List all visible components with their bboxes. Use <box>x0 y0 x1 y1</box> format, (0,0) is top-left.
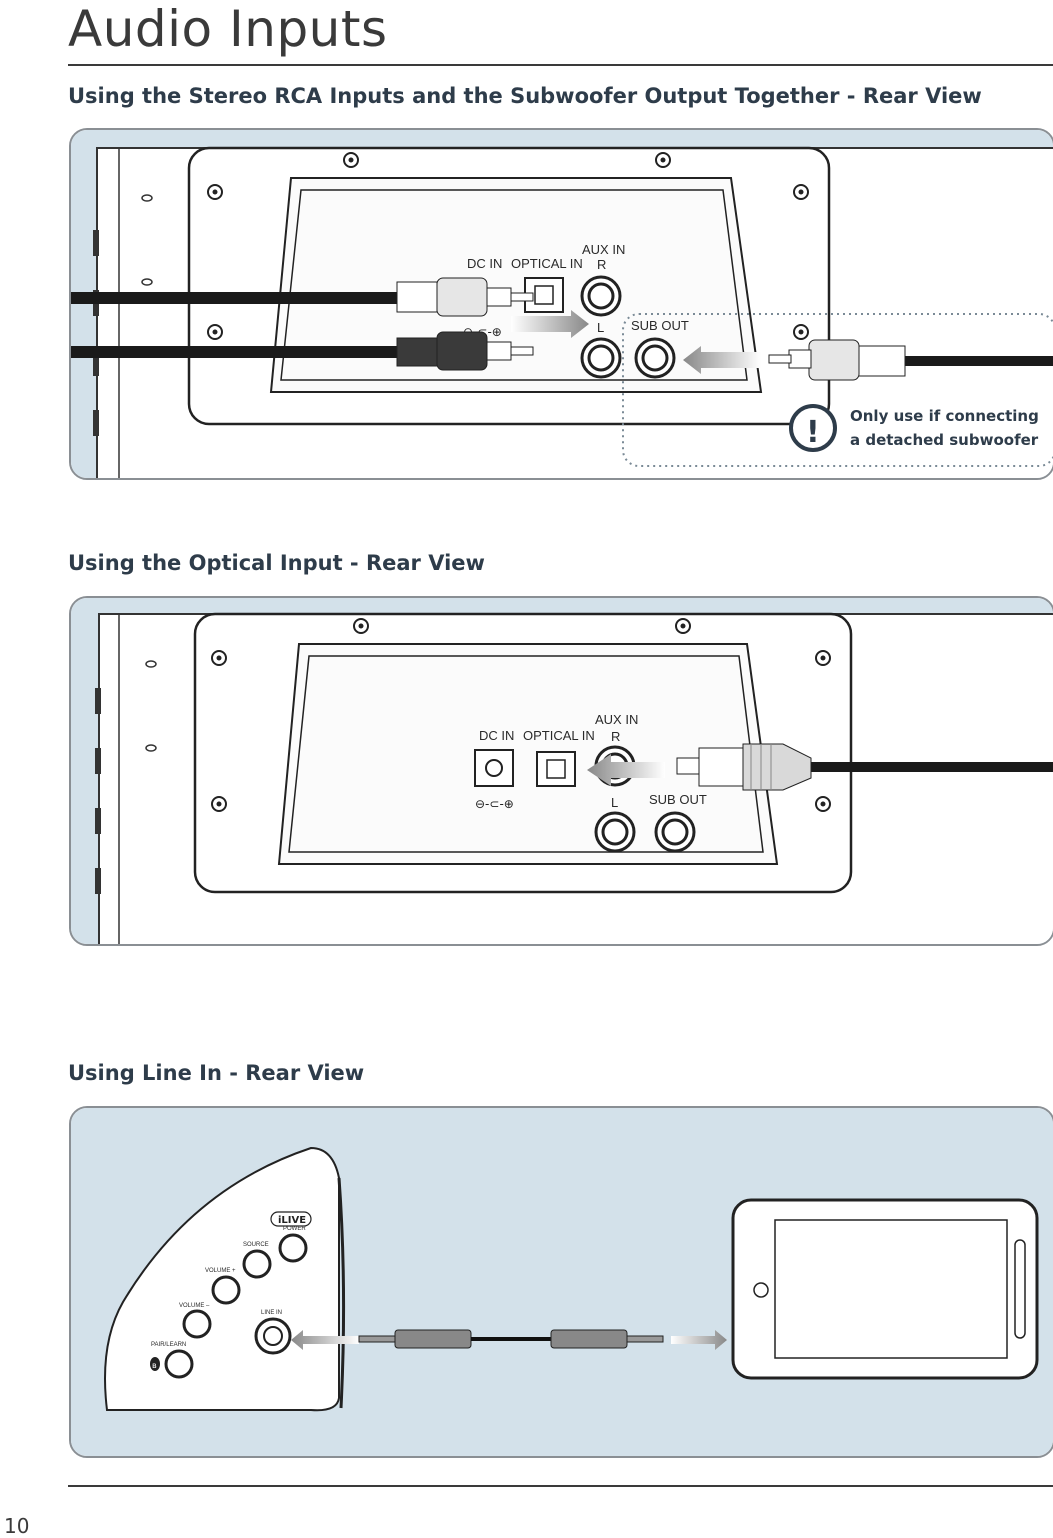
optical-plug <box>676 743 812 791</box>
label-pair-learn: PAIR/LEARN <box>151 1342 186 1348</box>
label-aux-in: AUX IN <box>595 712 638 727</box>
label-line-in: LINE IN <box>261 1310 282 1316</box>
label-l: L <box>611 795 618 810</box>
top-divider <box>68 64 1053 66</box>
note-line-1: Only use if connecting <box>850 407 1039 425</box>
phone-device <box>731 1198 1039 1380</box>
arrow-left-icon <box>587 754 665 786</box>
label-r: R <box>597 257 606 272</box>
diagram-line-in: iLIVE POWER SOURCE VOLUME + VOLUME – LIN… <box>69 1106 1053 1458</box>
rca-plug-sub <box>768 339 906 381</box>
rca-plug-black <box>396 331 534 371</box>
label-optical-in: OPTICAL IN <box>511 256 583 271</box>
label-dc-in: DC IN <box>479 728 514 743</box>
pair-learn-button[interactable] <box>164 1349 194 1379</box>
home-button <box>753 1282 769 1298</box>
ilive-logo: iLIVE <box>270 1211 312 1227</box>
bottom-divider <box>68 1485 1053 1487</box>
volume-down-button[interactable] <box>182 1309 212 1339</box>
arrow-right-icon <box>511 310 589 338</box>
label-dc-in: DC IN <box>467 256 502 271</box>
label-volume-minus: VOLUME – <box>179 1303 210 1309</box>
arrow-left-icon <box>683 346 761 374</box>
diagram-optical: DC IN OPTICAL IN AUX IN R L SUB OUT ⊖-⊂-… <box>69 596 1053 946</box>
arrow-right-icon <box>671 1330 727 1350</box>
arrow-left-icon <box>291 1330 359 1350</box>
label-l: L <box>597 320 604 335</box>
source-button[interactable] <box>242 1249 272 1279</box>
label-power: POWER <box>283 1226 306 1232</box>
bluetooth-icon: ʙ <box>150 1357 160 1371</box>
diagram-rca-sub: DC IN OPTICAL IN AUX IN R L SUB OUT ⊖-⊂-… <box>69 128 1053 480</box>
volume-up-button[interactable] <box>211 1275 241 1305</box>
label-r: R <box>611 729 620 744</box>
page-title: Audio Inputs <box>68 0 388 58</box>
power-button[interactable] <box>278 1233 308 1263</box>
section-heading-line-in: Using Line In - Rear View <box>68 1061 365 1085</box>
label-optical-in: OPTICAL IN <box>523 728 595 743</box>
section-heading-optical: Using the Optical Input - Rear View <box>68 551 485 575</box>
label-aux-in: AUX IN <box>582 242 625 257</box>
exclamation-icon <box>789 404 837 452</box>
svg-text:iLIVE: iLIVE <box>278 1215 306 1226</box>
label-sub-out: SUB OUT <box>631 318 689 333</box>
label-sub-out: SUB OUT <box>649 792 707 807</box>
label-volume-plus: VOLUME + <box>205 1268 236 1274</box>
note-line-2: a detached subwoofer <box>850 431 1039 449</box>
svg-text:⊖-⊂-⊕: ⊖-⊂-⊕ <box>475 797 514 811</box>
rca-plug-white <box>396 277 534 317</box>
audio-cable <box>358 1329 664 1349</box>
label-source: SOURCE <box>243 1242 269 1248</box>
svg-text:!: ! <box>806 415 820 450</box>
svg-text:ʙ: ʙ <box>152 1361 157 1370</box>
page-number: 10 <box>4 1514 30 1538</box>
section-heading-rca-sub: Using the Stereo RCA Inputs and the Subw… <box>68 84 982 108</box>
